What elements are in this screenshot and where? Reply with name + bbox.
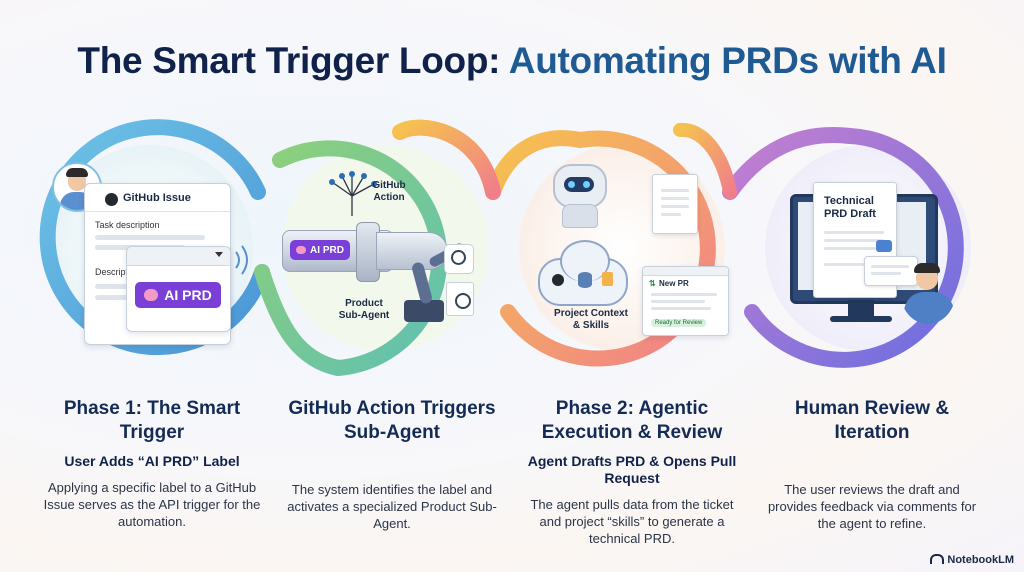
task-description-label: Task description bbox=[95, 220, 160, 230]
ready-for-review-badge: Ready for Review bbox=[651, 319, 707, 327]
column-subheading: User Adds “AI PRD” Label bbox=[64, 453, 240, 469]
pull-request-card: ⇅ New PR Ready for Review bbox=[642, 266, 729, 336]
database-icon bbox=[578, 272, 592, 288]
column-phase-1: Phase 1: The Smart Trigger User Adds “AI… bbox=[42, 397, 262, 530]
brand-label: NotebookLM bbox=[947, 554, 1014, 566]
label-dropdown[interactable]: AI PRD bbox=[126, 246, 231, 332]
column-body: Applying a specific label to a GitHub Is… bbox=[43, 480, 261, 529]
column-human-review: Human Review & Iteration The user review… bbox=[762, 397, 982, 532]
pr-icon: ⇅ bbox=[649, 279, 656, 288]
pr-title: New PR bbox=[659, 279, 689, 288]
notebooklm-logo-icon bbox=[930, 554, 945, 564]
robot-icon bbox=[553, 164, 607, 208]
ai-prd-pipe-chip-label: AI PRD bbox=[310, 244, 344, 256]
column-github-action: GitHub Action Triggers Sub-Agent The sys… bbox=[282, 397, 502, 532]
ai-prd-pipe-chip: AI PRD bbox=[290, 240, 350, 260]
search-icon bbox=[451, 250, 466, 265]
column-phase-2: Phase 2: Agentic Execution & Review Agen… bbox=[522, 397, 742, 547]
brain-icon bbox=[144, 289, 159, 301]
loop-arc-2 bbox=[254, 140, 448, 377]
file-icon bbox=[602, 272, 613, 286]
prd-draft-title: Technical PRD Draft bbox=[824, 195, 876, 220]
document-icon bbox=[652, 174, 698, 234]
loop-arc-3 bbox=[485, 130, 716, 367]
github-icon bbox=[552, 274, 564, 286]
comment-bubble-icon[interactable] bbox=[876, 240, 892, 252]
title-part-2: Automating PRDs with AI bbox=[508, 40, 947, 81]
title-part-1: The Smart Trigger Loop: bbox=[77, 40, 509, 81]
reviewer-avatar bbox=[900, 258, 956, 324]
column-body: The system identifies the label and acti… bbox=[287, 482, 497, 531]
github-icon bbox=[105, 193, 118, 206]
chevron-down-icon[interactable] bbox=[215, 252, 223, 257]
product-sub-agent-label: Product Sub-Agent bbox=[338, 298, 390, 321]
loop-arc-4 bbox=[722, 127, 964, 368]
network-icon bbox=[329, 171, 377, 216]
magnifier-card bbox=[444, 244, 474, 274]
project-context-label: Project Context & Skills bbox=[554, 308, 628, 331]
brand-watermark: NotebookLM bbox=[930, 554, 1014, 566]
column-heading: Phase 2: Agentic Execution & Review bbox=[541, 398, 723, 443]
page-title: The Smart Trigger Loop: Automating PRDs … bbox=[0, 40, 1024, 82]
column-heading: GitHub Action Triggers Sub-Agent bbox=[288, 398, 496, 443]
column-body: The user reviews the draft and provides … bbox=[767, 482, 977, 531]
column-body: The agent pulls data from the ticket and… bbox=[530, 497, 734, 546]
column-heading: Phase 1: The Smart Trigger bbox=[63, 398, 241, 443]
signal-waves-icon bbox=[235, 245, 248, 275]
column-heading: Human Review & Iteration bbox=[794, 398, 950, 443]
description-label: Descriptio bbox=[95, 267, 136, 277]
ai-prd-chip[interactable]: AI PRD bbox=[135, 282, 221, 308]
github-action-label: GitHub Action bbox=[372, 180, 406, 203]
ai-prd-chip-label: AI PRD bbox=[164, 287, 212, 303]
comment-card bbox=[864, 256, 918, 286]
github-issue-title: GitHub Issue bbox=[123, 192, 191, 204]
document-magnifier bbox=[446, 282, 474, 316]
column-subheading: Agent Drafts PRD & Opens Pull Request bbox=[527, 453, 737, 486]
brain-icon bbox=[296, 246, 307, 254]
